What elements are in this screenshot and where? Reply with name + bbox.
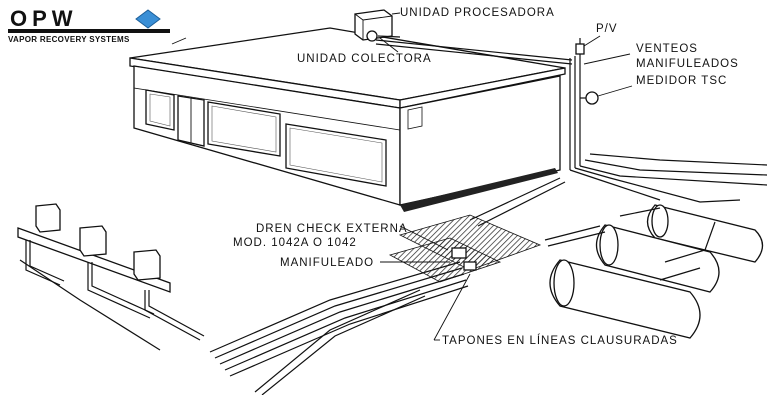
storage-tanks <box>549 204 764 339</box>
tsc-meter <box>585 91 599 105</box>
label-check-drain-line1: DREN CHECK EXTERNA <box>256 223 408 235</box>
leader-lines <box>379 12 633 341</box>
manifold-box <box>451 247 467 259</box>
label-check-drain-line2: MOD. 1042A O 1042 <box>233 237 357 249</box>
label-collector-unit: UNIDAD COLECTORA <box>297 53 432 65</box>
opw-logo: OPW VAPOR RECOVERY SYSTEMS <box>8 6 187 45</box>
label-manifold: MANIFULEADO <box>280 257 374 269</box>
logo-text: OPW <box>10 6 78 31</box>
logo-tagline: VAPOR RECOVERY SYSTEMS <box>8 35 130 44</box>
processor-unit <box>354 9 393 41</box>
label-vents-line2: MANIFULEADOS <box>636 58 739 70</box>
label-vents-line1: VENTEOS <box>636 43 698 55</box>
dispenser-island <box>17 203 205 351</box>
buried-piping <box>209 153 767 395</box>
vent-risers <box>569 38 599 170</box>
label-processor-unit: UNIDAD PROCESADORA <box>400 7 555 19</box>
check-drain-pad <box>388 214 542 283</box>
label-pv: P/V <box>596 23 618 35</box>
roof-piping <box>375 39 573 65</box>
logo-diamond-icon <box>135 9 161 29</box>
station-building <box>129 27 566 212</box>
label-tsc-meter: MEDIDOR TSC <box>636 75 727 87</box>
collector-unit <box>366 30 401 42</box>
pv-valve <box>575 43 585 55</box>
label-plugs: TAPONES EN LÍNEAS CLAUSURADAS <box>442 334 678 347</box>
